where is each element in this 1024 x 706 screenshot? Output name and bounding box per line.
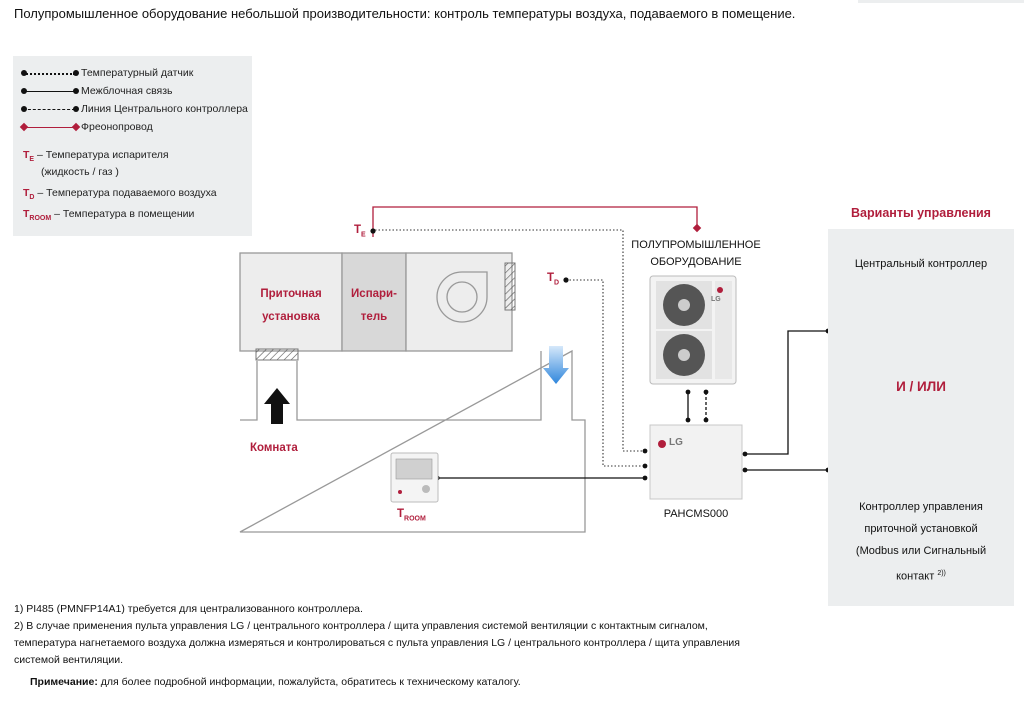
abbr-td: TD – Температура подаваемого воздуха: [23, 187, 217, 202]
refrigerant-pipe: [372, 206, 698, 237]
supply-unit-label-2: установка: [262, 311, 320, 323]
remark: Примечание: для более подробной информац…: [30, 676, 521, 688]
evaporator-label-2: тель: [360, 311, 388, 323]
refrigerant-line-icon: [23, 127, 75, 128]
footnote-2-line-1: 2) В случае применения пульта управления…: [14, 620, 708, 632]
supply-unit-label-1: Приточная: [260, 288, 322, 300]
ahu-controller-label-1: Контроллер управления: [859, 501, 983, 513]
room-label: Комната: [250, 442, 298, 454]
legend-label: Межблочная связь: [81, 85, 173, 97]
control-module-image: [649, 424, 743, 500]
evaporator-label-1: Испари-: [351, 288, 397, 300]
te-sensor-label: TE: [354, 224, 366, 239]
solid-line-icon: [23, 91, 75, 92]
legend-label: Фреонопровод: [81, 121, 153, 133]
room-outline: [239, 349, 586, 533]
legend-label: Линия Центрального контроллера: [81, 103, 248, 115]
module-logo: LG: [669, 437, 683, 448]
inlet-filter: [255, 348, 299, 361]
outlet-filter: [504, 262, 516, 311]
abbr-te-note: (жидкость / газ ): [41, 166, 119, 178]
legend-label: Температурный датчик: [81, 67, 194, 79]
top-divider: [858, 0, 1024, 3]
dashed-line-icon: [23, 109, 75, 110]
fan-icon: [436, 271, 488, 323]
td-sensor-label: TD: [547, 272, 560, 287]
troom-sensor-label: TROOM: [397, 508, 426, 523]
page-title: Полупромышленное оборудование небольшой …: [14, 6, 796, 21]
supply-air-arrow-icon: [543, 346, 569, 384]
ahu-controller-label-3: (Modbus или Сигнальный: [855, 545, 987, 557]
dotted-line-icon: [23, 73, 75, 75]
outdoor-unit-label-2: ОБОРУДОВАНИЕ: [650, 256, 742, 268]
outdoor-logo: LG: [711, 296, 721, 303]
legend: Температурный датчик Межблочная связь Ли…: [13, 56, 252, 236]
footnote-2-line-2: температура нагнетаемого воздуха должна …: [14, 637, 740, 649]
fan-section-box: [405, 252, 513, 352]
control-options-panel: Центральный контроллер И / ИЛИ Контролле…: [828, 229, 1014, 606]
evaporator-box: [341, 252, 407, 352]
ahu-controller-label-2: приточной установкой: [864, 523, 978, 535]
central-controller-label: Центральный контроллер: [854, 258, 988, 270]
abbr-troom: TROOM – Температура в помещении: [23, 208, 195, 223]
return-air-arrow-icon: [264, 388, 290, 424]
footnote-1: 1) PI485 (PMNFP14A1) требуется для центр…: [14, 603, 363, 615]
outdoor-unit-image: [649, 275, 737, 385]
room-remote-image: [390, 452, 439, 503]
ahu-controller-label-4: контакт 2)): [896, 570, 946, 583]
and-or-label: И / ИЛИ: [896, 379, 946, 394]
footnote-2-line-3: системой вентиляции.: [14, 654, 123, 666]
supply-unit-box: [239, 252, 343, 352]
outdoor-unit-label-1: ПОЛУПРОМЫШЛЕННОЕ: [631, 239, 761, 251]
control-options-title: Варианты управления: [851, 206, 991, 220]
module-label: PAHCMS000: [663, 508, 729, 520]
abbr-te: TE – Температура испарителя: [23, 149, 169, 164]
